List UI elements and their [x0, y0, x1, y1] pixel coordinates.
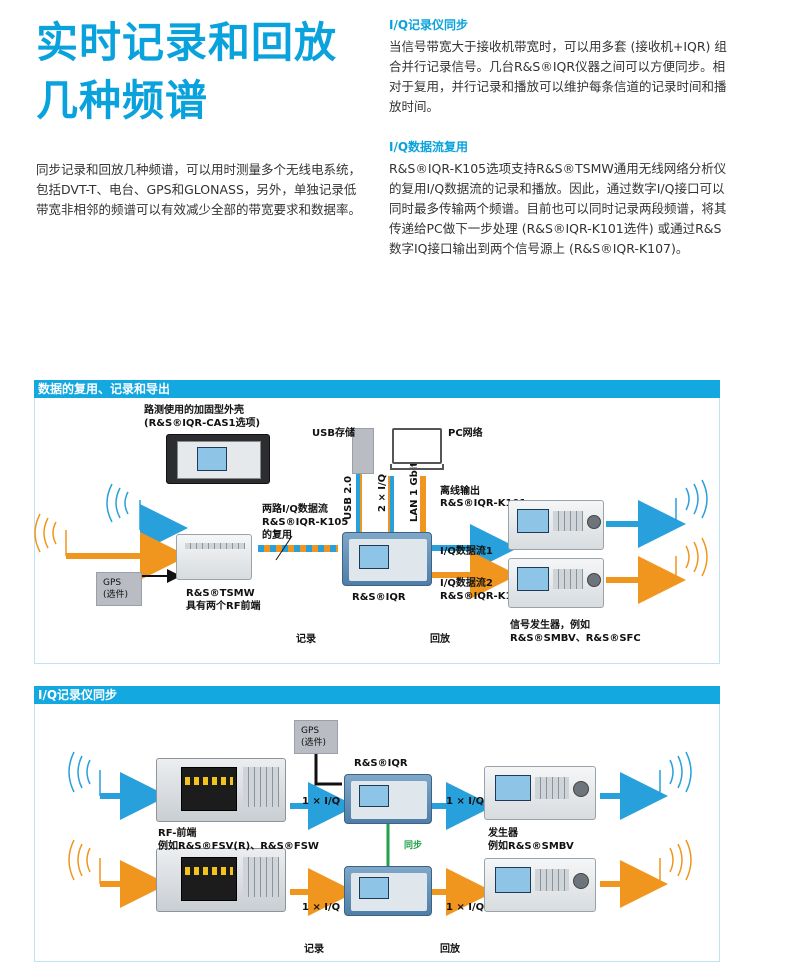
diagram1-header: 数据的复用、记录和导出 [34, 380, 720, 398]
generator-label-3: 发生器 [488, 828, 518, 839]
section-sync: I/Q记录仪同步 当信号带宽大于接收机带宽时，可以用多套 (接收机+IQR) 组… [389, 16, 729, 117]
page-title-line2: 几种频谱 [36, 76, 209, 125]
antenna-icon-right-orange-2 [659, 839, 692, 884]
tsmw-label-1: R&S®TSMW [186, 588, 255, 599]
rugged-case-device [166, 434, 270, 484]
page-title-line1: 实时记录和回放 [36, 18, 338, 67]
link-bottom-left: 1 × I/Q [302, 902, 341, 913]
link-top-left: 1 × I/Q [302, 796, 341, 807]
rf-frontend-device-1 [156, 758, 286, 822]
mux-label-1: 两路I/Q数据流 [262, 504, 328, 515]
iqr-device-2-bottom [344, 866, 432, 916]
offline-label-2: R&S®IQR-K101 [440, 498, 527, 509]
page-title: 实时记录和回放 几种频谱 [36, 14, 376, 130]
generator-label-4: 例如R&S®SMBV [488, 841, 574, 852]
stream2-label: I/Q数据流2 [440, 578, 493, 589]
generator-device-3 [484, 766, 596, 820]
pc-monitor-stand [390, 464, 444, 470]
generator-label-1: 信号发生器，例如 [510, 620, 590, 631]
antenna-icon-right-blue-1 [675, 479, 708, 524]
generator-label-2: R&S®SMBV、R&S®SFC [510, 633, 641, 644]
section-sync-heading: I/Q记录仪同步 [389, 18, 469, 32]
offline-label-1: 离线输出 [440, 486, 480, 497]
lan-port-label: LAN 1 Gbit [409, 462, 420, 522]
iqr-device-1 [342, 532, 432, 586]
gps-label-2a: GPS [301, 726, 320, 736]
antenna-icon-left-blue-2 [68, 751, 101, 796]
antenna-icon-left-blue-1 [106, 483, 141, 530]
tsmw-label-2: 具有两个RF前端 [186, 601, 261, 612]
antenna-icon-right-orange-1 [675, 537, 708, 580]
usb-storage-box [352, 428, 374, 474]
stream2-option-label: R&S®IQR-K107 [440, 591, 527, 602]
link-top-right: 1 × I/Q [446, 796, 485, 807]
sync-label: 同步 [404, 841, 423, 851]
playback-label-1: 回放 [430, 634, 450, 645]
gps-label-1a: GPS [103, 578, 122, 588]
tsmw-device [176, 534, 252, 580]
pc-monitor-icon [392, 428, 442, 464]
link-bottom-right: 1 × I/Q [446, 902, 485, 913]
case-label-1: 路测使用的加固型外壳 [144, 405, 244, 416]
generator-device-2 [508, 558, 604, 608]
iq-port-label: 2 × I/Q [377, 473, 388, 512]
antenna-icon-right-blue-2 [659, 751, 692, 796]
section-sync-body: 当信号带宽大于接收机带宽时，可以用多套 (接收机+IQR) 组合并行记录信号。几… [389, 39, 727, 114]
record-label-2: 记录 [304, 944, 324, 955]
gps-label-2b: (选件) [301, 738, 327, 748]
generator-device-1 [508, 500, 604, 550]
gps-box-2: GPS (选件) [294, 720, 338, 754]
intro-paragraph: 同步记录和回放几种频谱，可以用时测量多个无线电系统，包括DVT-T、电台、GPS… [36, 162, 362, 217]
usb-port-label: USB 2.0 [343, 475, 354, 520]
mux-label-2: R&S®IQR-K105 [262, 517, 349, 528]
rf-label-2: 例如R&S®FSV(R)、R&S®FSW [158, 841, 319, 852]
diagram2-frame [34, 704, 720, 962]
diagram2-header: I/Q记录仪同步 [34, 686, 720, 704]
iqr-label-2: R&S®IQR [354, 758, 408, 769]
rf-label-1: RF-前端 [158, 828, 197, 839]
gps-label-1b: (选件) [103, 590, 129, 600]
case-label-2: (R&S®IQR-CAS1选项) [144, 418, 261, 429]
record-label-1: 记录 [296, 634, 316, 645]
iqr-label-1: R&S®IQR [352, 592, 406, 603]
rf-frontend-device-2 [156, 848, 286, 912]
usb-label: USB存储 [312, 428, 355, 439]
pc-label: PC网络 [448, 428, 483, 439]
section-mux-body: R&S®IQR-K105选项支持R&S®TSMW通用无线网络分析仪的复用I/Q数… [389, 161, 727, 256]
mux-label-3: 的复用 [262, 530, 292, 541]
stream1-label: I/Q数据流1 [440, 546, 493, 557]
iqr-device-2-top [344, 774, 432, 824]
playback-label-2: 回放 [440, 944, 460, 955]
section-mux-heading: I/Q数据流复用 [389, 140, 469, 154]
antenna-icon-left-orange-2 [68, 839, 101, 884]
generator-device-4 [484, 858, 596, 912]
section-mux: I/Q数据流复用 R&S®IQR-K105选项支持R&S®TSMW通用无线网络分… [389, 138, 729, 259]
antenna-icon-left-orange-1 [34, 513, 67, 556]
gps-box-1: GPS (选件) [96, 572, 142, 606]
